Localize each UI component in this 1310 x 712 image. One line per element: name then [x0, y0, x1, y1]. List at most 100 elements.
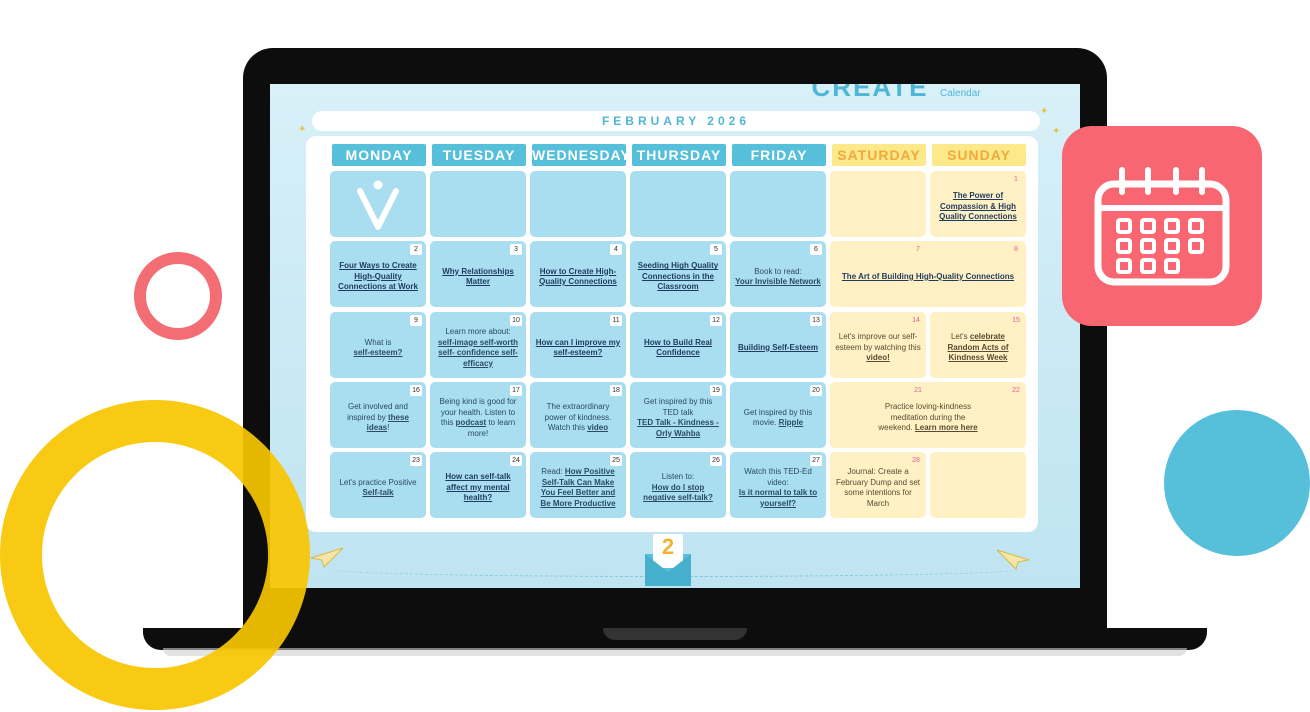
day-number: 12 — [710, 315, 722, 326]
day-link[interactable]: video! — [866, 353, 890, 363]
calendar-logo-cell — [330, 171, 426, 237]
day-number: 23 — [410, 455, 422, 466]
calendar-empty-cell — [430, 171, 526, 237]
day-link[interactable]: Is it normal to talk to yourself? — [738, 488, 818, 508]
calendar-day-12: 12 How to Build Real Confidence — [630, 312, 726, 378]
day-link[interactable]: The Art of Building High-Quality Connect… — [841, 271, 1015, 281]
brand-title: CREATE — [811, 84, 929, 102]
day-link[interactable]: How do I stop negative self-talk? — [643, 482, 713, 503]
calendar-empty-cell — [530, 171, 626, 237]
calendar-day-6: 6 Book to read:Your Invisible Network — [730, 241, 826, 307]
calendar-day-17: 17 Being kind is good for your health. L… — [430, 382, 526, 448]
day-text: Journal: Create a February Dump and set … — [835, 467, 921, 508]
day-header-wednesday: WEDNESDAY — [532, 144, 630, 166]
day-link[interactable]: podcast — [455, 418, 487, 427]
day-text: Let's — [950, 332, 968, 342]
day-link[interactable]: How to Build Real Confidence — [644, 337, 712, 358]
day-text: ! — [387, 423, 390, 433]
day-text: to learn more! — [467, 418, 516, 438]
brand-subtitle: Calendar — [940, 88, 981, 99]
day-link[interactable]: Why Relationships Matter — [442, 266, 514, 287]
day-number: 11 — [610, 315, 622, 326]
laptop-base-shadow — [163, 648, 1187, 656]
day-link[interactable]: How can I improve my self-esteem? — [535, 337, 621, 358]
calendar-empty-cell — [930, 452, 1026, 518]
day-number: 15 — [1012, 317, 1020, 324]
day-link[interactable]: TED Talk - Kindness - Orly Wahba — [637, 418, 719, 438]
day-number: 18 — [610, 385, 622, 396]
day-link[interactable]: How to Create High-Quality Connections — [539, 266, 617, 287]
day-number: 20 — [810, 385, 822, 396]
sparkle-icon: ✦ — [1040, 106, 1049, 117]
day-number: 3 — [510, 244, 522, 255]
day-link[interactable]: How can self-talk affect my mental healt… — [445, 472, 511, 503]
calendar-day-4: 4 How to Create High-Quality Connections — [530, 241, 626, 307]
day-link[interactable]: Learn more here — [914, 423, 978, 433]
day-text: Learn more about: — [445, 327, 511, 336]
day-link[interactable]: The Power of Compassion & High Quality C… — [939, 191, 1017, 222]
day-text: Get involved and inspired by — [347, 402, 409, 422]
day-link[interactable]: Your Invisible Network — [735, 277, 821, 286]
day-header-thursday: THURSDAY — [632, 144, 726, 166]
day-link[interactable]: celebrate Random Acts of Kindness Week — [947, 332, 1009, 363]
calendar-day-20: 20 Get inspired by this movie. Ripple — [730, 382, 826, 448]
day-number: 14 — [912, 317, 920, 324]
day-link[interactable]: these ideas — [366, 412, 409, 433]
day-header-saturday: SATURDAY — [832, 144, 926, 166]
day-link[interactable]: Self-talk — [362, 488, 394, 497]
day-header-sunday: SUNDAY — [932, 144, 1026, 166]
day-text: The extraordinary power of kindness. Wat… — [544, 402, 612, 433]
day-header-monday: MONDAY — [332, 144, 426, 166]
paper-plane-icon — [996, 549, 1030, 570]
day-number: 16 — [410, 385, 422, 396]
brand-logo-icon — [357, 180, 399, 230]
calendar-empty-cell — [830, 171, 926, 237]
sparkle-icon: ✦ — [1052, 126, 1061, 137]
day-link[interactable]: Four Ways to Create High-Quality Connect… — [338, 261, 418, 292]
day-text: Listen to: — [661, 472, 695, 482]
calendar-empty-cell — [730, 171, 826, 237]
calendar-day-2: 2 Four Ways to Create High-Quality Conne… — [330, 241, 426, 307]
calendar-day-28: 28 Journal: Create a February Dump and s… — [830, 452, 926, 518]
decorative-pink-ring — [134, 252, 222, 340]
day-number: 8 — [1014, 246, 1018, 253]
day-link[interactable]: video — [587, 423, 609, 433]
day-link[interactable]: Ripple — [778, 418, 804, 427]
day-number: 10 — [510, 315, 522, 326]
day-text: Being kind is good for your health. List… — [439, 397, 517, 427]
day-header-tuesday: TUESDAY — [432, 144, 526, 166]
day-number: 21 — [914, 387, 922, 394]
calendar-day-27: 27 Watch this TED-Ed video:Is it normal … — [730, 452, 826, 518]
calendar-day-15: 15 Let's celebrate Random Acts of Kindne… — [930, 312, 1026, 378]
day-header-friday: FRIDAY — [732, 144, 826, 166]
calendar-day-11: 11 How can I improve my self-esteem? — [530, 312, 626, 378]
calendar-empty-cell — [630, 171, 726, 237]
day-text: Let's improve our self-esteem by watchin… — [835, 332, 921, 352]
day-number: 1 — [1014, 176, 1018, 183]
calendar-day-26: 26 Listen to:How do I stop negative self… — [630, 452, 726, 518]
calendar-weekend-21-22: 21 22 Practice loving-kindness meditatio… — [830, 382, 1026, 448]
day-number: 9 — [410, 315, 422, 326]
envelope-number: 2 — [661, 534, 675, 559]
calendar-day-1: 1 The Power of Compassion & High Quality… — [930, 171, 1026, 237]
day-link[interactable]: Building Self-Esteem — [737, 342, 818, 352]
day-number: 26 — [710, 455, 722, 466]
day-number: 17 — [510, 385, 522, 396]
calendar-day-25: 25 Read: How Positive Self-Talk Can Make… — [530, 452, 626, 518]
paper-plane-icon — [310, 547, 344, 568]
day-link[interactable]: Seeding High Quality Connections in the … — [637, 261, 719, 292]
day-number: 28 — [912, 457, 920, 464]
day-link[interactable]: self-image self-worth self- confidence s… — [437, 337, 518, 368]
day-link[interactable]: How Positive Self-Talk Can Make You Feel… — [540, 467, 616, 508]
day-number: 2 — [410, 244, 422, 255]
decorative-yellow-ring — [0, 400, 310, 710]
day-number: 24 — [510, 455, 522, 466]
day-number: 4 — [610, 244, 622, 255]
laptop-screen: CREATE Calendar ✦ ✦ ✦ FEBRUARY 2026 MOND… — [270, 84, 1080, 588]
day-number: 27 — [810, 455, 822, 466]
calendar-day-18: 18 The extraordinary power of kindness. … — [530, 382, 626, 448]
decorative-blue-circle — [1164, 410, 1310, 556]
calendar-icon — [1094, 167, 1230, 286]
day-link[interactable]: self-esteem? — [353, 348, 403, 357]
